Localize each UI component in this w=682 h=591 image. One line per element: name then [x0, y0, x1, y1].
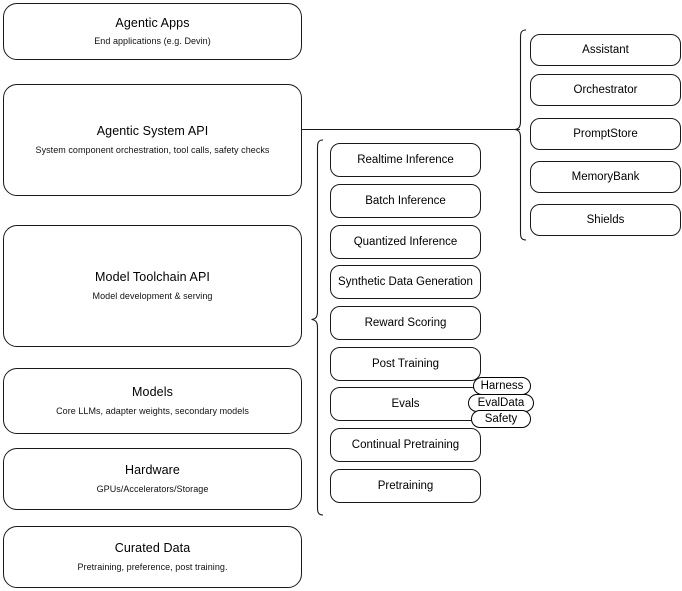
eval-pill-label: EvalData	[477, 397, 525, 409]
layer-title: Model Toolchain API	[95, 270, 210, 285]
eval-pill-label: Safety	[484, 413, 518, 425]
layer-subtitle: End applications (e.g. Devin)	[94, 36, 211, 47]
system-component-orchestrator[interactable]: Orchestrator	[530, 74, 681, 106]
layer-card-agentic-apps[interactable]: Agentic Apps End applications (e.g. Devi…	[3, 3, 302, 60]
brace-system-components	[514, 29, 527, 241]
toolchain-item-continual-pretraining[interactable]: Continual Pretraining	[330, 428, 481, 462]
toolchain-item-label: Batch Inference	[365, 194, 446, 207]
system-component-promptstore[interactable]: PromptStore	[530, 118, 681, 150]
layer-title: Agentic Apps	[115, 15, 190, 30]
toolchain-item-post-training[interactable]: Post Training	[330, 347, 481, 381]
layer-title: Curated Data	[114, 541, 191, 556]
system-component-assistant[interactable]: Assistant	[530, 34, 681, 66]
toolchain-item-realtime-inference[interactable]: Realtime Inference	[330, 143, 481, 177]
layer-card-curated-data[interactable]: Curated Data Pretraining, preference, po…	[3, 526, 302, 588]
eval-pill-harness[interactable]: Harness	[473, 377, 531, 395]
layer-title: Agentic System API	[96, 124, 209, 139]
layer-subtitle: System component orchestration, tool cal…	[35, 144, 270, 155]
toolchain-item-label: Evals	[391, 397, 420, 410]
system-component-shields[interactable]: Shields	[530, 204, 681, 236]
system-component-label: Shields	[586, 213, 625, 226]
toolchain-item-label: Realtime Inference	[357, 153, 454, 166]
brace-toolchain-items	[311, 139, 324, 516]
toolchain-item-label: Post Training	[371, 357, 440, 370]
layer-subtitle: Pretraining, preference, post training.	[77, 561, 228, 572]
toolchain-item-synthetic-data-generation[interactable]: Synthetic Data Generation	[330, 265, 481, 299]
eval-pill-safety[interactable]: Safety	[471, 410, 531, 428]
system-component-memorybank[interactable]: MemoryBank	[530, 161, 681, 193]
layer-title: Models	[132, 385, 173, 400]
system-component-label: MemoryBank	[571, 170, 640, 183]
toolchain-item-label: Quantized Inference	[353, 235, 458, 248]
layer-card-agentic-system-api[interactable]: Agentic System API System component orch…	[3, 84, 302, 196]
toolchain-item-pretraining[interactable]: Pretraining	[330, 469, 481, 503]
toolchain-item-label: Synthetic Data Generation	[338, 275, 473, 288]
toolchain-item-quantized-inference[interactable]: Quantized Inference	[330, 225, 481, 259]
layer-card-models[interactable]: Models Core LLMs, adapter weights, secon…	[3, 368, 302, 434]
layer-subtitle: Core LLMs, adapter weights, secondary mo…	[56, 405, 249, 416]
toolchain-item-label: Pretraining	[377, 479, 434, 492]
system-component-label: Orchestrator	[573, 83, 638, 96]
layer-subtitle: GPUs/Accelerators/Storage	[96, 483, 209, 494]
layer-title: Hardware	[125, 463, 180, 478]
toolchain-item-evals[interactable]: Evals	[330, 387, 481, 421]
layer-card-model-toolchain-api[interactable]: Model Toolchain API Model development & …	[3, 225, 302, 347]
toolchain-item-reward-scoring[interactable]: Reward Scoring	[330, 306, 481, 340]
eval-pill-label: Harness	[480, 380, 524, 392]
layer-card-hardware[interactable]: Hardware GPUs/Accelerators/Storage	[3, 448, 302, 510]
system-component-label: Assistant	[582, 43, 629, 56]
toolchain-item-batch-inference[interactable]: Batch Inference	[330, 184, 481, 218]
toolchain-item-label: Continual Pretraining	[351, 438, 460, 451]
system-component-label: PromptStore	[573, 127, 638, 140]
layer-subtitle: Model development & serving	[92, 290, 213, 301]
toolchain-item-label: Reward Scoring	[364, 316, 447, 329]
